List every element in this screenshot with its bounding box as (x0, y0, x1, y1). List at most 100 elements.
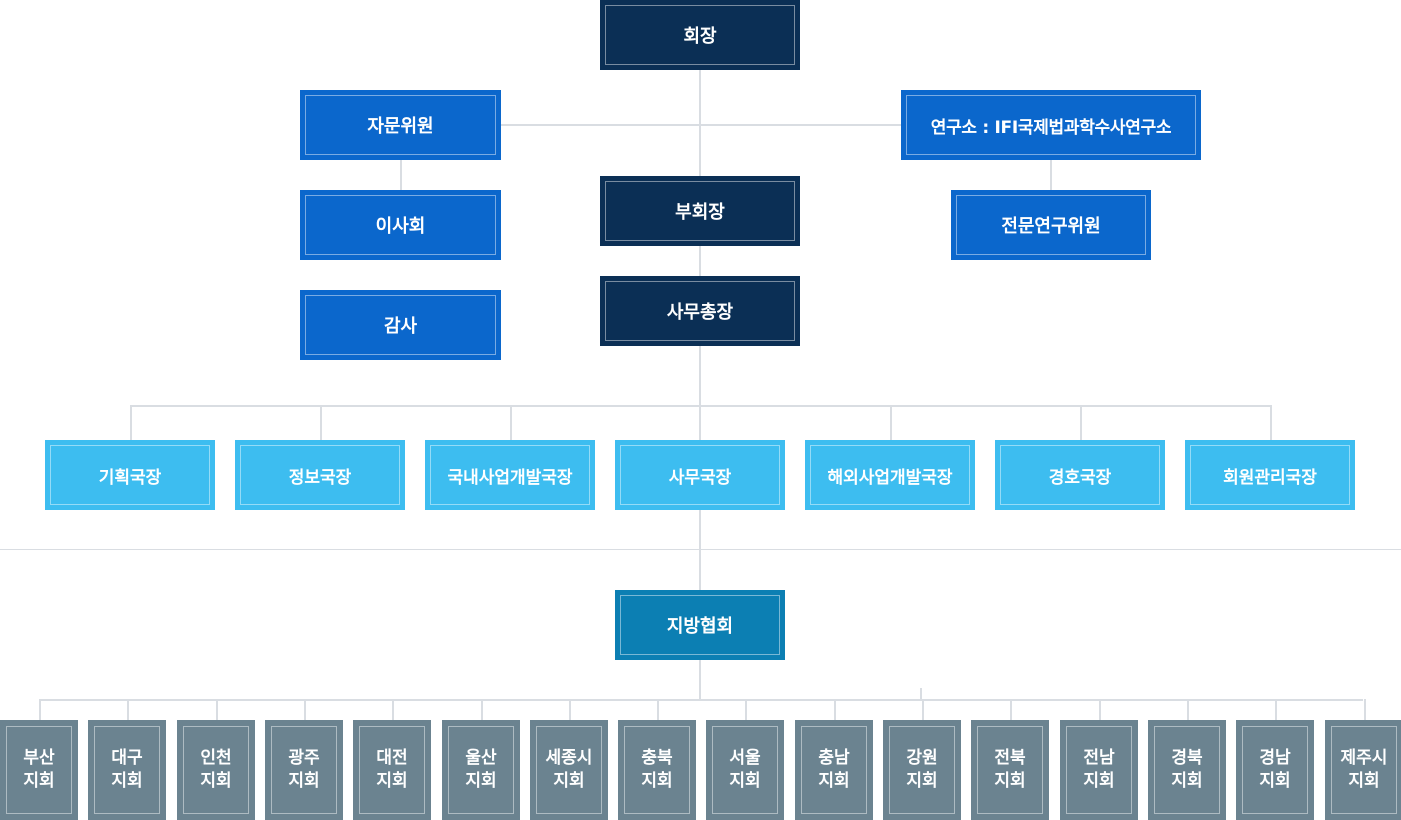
connector-branch-drop (481, 699, 483, 720)
branch-suffix: 지회 (906, 771, 938, 791)
department-box: 회원관리국장 (1185, 440, 1355, 510)
connector-branch-drop (834, 699, 836, 720)
chairman-box: 회장 (600, 0, 800, 70)
branch-suffix: 지회 (1171, 771, 1203, 791)
branch-suffix: 지회 (1083, 771, 1115, 791)
auditor-box: 감사 (300, 290, 501, 360)
connector-branches-horizontal (39, 699, 1363, 701)
branch-suffix: 지회 (553, 771, 585, 791)
connector-branch-drop (39, 699, 41, 720)
department-box: 국내사업개발국장 (425, 440, 595, 510)
branch-suffix: 지회 (111, 771, 143, 791)
department-label: 국내사업개발국장 (447, 467, 573, 488)
department-box: 경호국장 (995, 440, 1165, 510)
board-label: 이사회 (375, 216, 426, 237)
department-label: 사무국장 (668, 467, 732, 488)
branch-suffix: 지회 (288, 771, 320, 791)
connector-branch-drop (922, 699, 924, 720)
branch-city: 전남 (1083, 748, 1115, 768)
connector-branch-drop (1275, 699, 1277, 720)
board-box: 이사회 (300, 190, 501, 260)
branch-city: 충남 (818, 748, 850, 768)
branch-suffix: 지회 (23, 771, 55, 791)
branch-city: 전북 (994, 748, 1026, 768)
branch-city: 대전 (376, 748, 408, 768)
connector-branch-drop (1099, 699, 1101, 720)
connector-branch-drop (1364, 699, 1366, 720)
branch-suffix: 지회 (1348, 771, 1380, 791)
branch-suffix: 지회 (200, 771, 232, 791)
connector-branch-stub (920, 688, 922, 700)
branch-suffix: 지회 (465, 771, 497, 791)
advisory-committee-box: 자문위원 (300, 90, 501, 160)
connector-branch-drop (1010, 699, 1012, 720)
connector-departments-horizontal (130, 405, 1272, 407)
department-box: 정보국장 (235, 440, 405, 510)
chairman-label: 회장 (683, 26, 717, 47)
department-label: 해외사업개발국장 (827, 467, 953, 488)
branch-city: 세종시 (545, 748, 593, 768)
branch-suffix: 지회 (729, 771, 761, 791)
connector-main-vertical (699, 70, 701, 700)
branch-city: 대구 (111, 748, 143, 768)
branch-city: 경남 (1259, 748, 1291, 768)
connector-branch-drop (657, 699, 659, 720)
branch-city: 경북 (1171, 748, 1203, 768)
connector-branch-drop (745, 699, 747, 720)
advisory-committee-label: 자문위원 (367, 116, 434, 137)
auditor-label: 감사 (383, 316, 418, 337)
institute-box: 연구소 : IFI국제법과학수사연구소 (901, 90, 1201, 160)
regional-association-label: 지방협회 (666, 616, 734, 637)
branch-suffix: 지회 (376, 771, 408, 791)
research-committee-label: 전문연구위원 (1001, 216, 1101, 237)
branch-suffix: 지회 (1259, 771, 1291, 791)
connector-branch-drop (216, 699, 218, 720)
regional-association-box: 지방협회 (615, 590, 785, 660)
secretary-general-label: 사무총장 (666, 302, 734, 323)
connector-dept-drop (320, 405, 322, 440)
department-label: 회원관리국장 (1223, 467, 1317, 488)
connector-dept-drop (510, 405, 512, 440)
connector-dept-drop (1080, 405, 1082, 440)
connector-dept-drop (890, 405, 892, 440)
connector-dept-drop (1270, 405, 1272, 440)
branch-city: 서울 (729, 748, 761, 768)
vice-chairman-label: 부회장 (675, 202, 725, 223)
connector-advisory-board (400, 160, 402, 190)
department-label: 기획국장 (98, 467, 162, 488)
department-box: 해외사업개발국장 (805, 440, 975, 510)
connector-branch-drop (569, 699, 571, 720)
department-box: 기획국장 (45, 440, 215, 510)
institute-label: 연구소 : IFI국제법과학수사연구소 (930, 117, 1172, 138)
branch-city: 강원 (906, 748, 938, 768)
connector-branch-drop (392, 699, 394, 720)
research-committee-box: 전문연구위원 (951, 190, 1151, 260)
connector-branch-drop (1187, 699, 1189, 720)
branch-city: 광주 (288, 748, 320, 768)
secretary-general-box: 사무총장 (600, 276, 800, 346)
vice-chairman-box: 부회장 (600, 176, 800, 246)
connector-dept-drop (130, 405, 132, 440)
branch-city: 제주시 (1340, 748, 1388, 768)
connector-institute-research (1050, 160, 1052, 190)
branch-city: 울산 (465, 748, 497, 768)
connector-branch-drop (304, 699, 306, 720)
branch-city: 충북 (641, 748, 673, 768)
department-label: 정보국장 (288, 467, 352, 488)
connector-branch-drop (127, 699, 129, 720)
department-label: 경호국장 (1048, 467, 1112, 488)
